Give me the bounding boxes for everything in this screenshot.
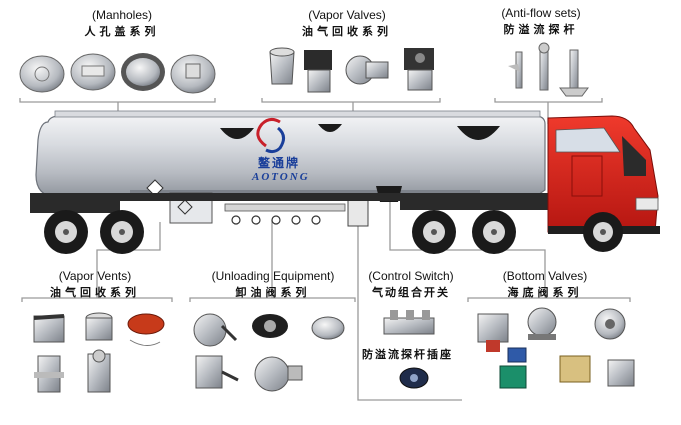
- manhole-cover-image: [170, 54, 216, 94]
- wheels: [44, 210, 623, 254]
- manhole-cover-image: [121, 53, 165, 91]
- vapor-valves-label-en: (Vapor Valves): [308, 8, 386, 22]
- vapor-valves-images: [269, 47, 434, 93]
- bottom-valves-images: [477, 307, 635, 389]
- manholes-label: (Manholes) 人孔盖系列: [72, 8, 172, 39]
- anti-flow-label-cn: 防溢流探杆: [503, 23, 579, 37]
- bottom-valve-image: [477, 313, 509, 352]
- anti-flow-probe-image: [538, 42, 550, 91]
- vapor-vents-label: (Vapor Vents) 油气回收系列: [40, 269, 150, 300]
- control-switch-image: [383, 310, 435, 335]
- manholes-label-cn: 人孔盖系列: [84, 25, 160, 39]
- wheel: [472, 210, 516, 254]
- anti-flow-images: [508, 42, 589, 97]
- anti-flow-label-en: (Anti-flow sets): [501, 6, 581, 20]
- vapor-vents-label-en: (Vapor Vents): [58, 269, 132, 283]
- wheel: [44, 210, 88, 254]
- bottom-valve-image: [594, 308, 626, 340]
- overflow-socket-image: [399, 367, 429, 389]
- manholes-label-en: (Manholes): [91, 8, 153, 22]
- unloading-valve-image: [193, 313, 238, 347]
- manholes-images: [19, 53, 216, 94]
- vapor-valve-image: [304, 50, 332, 93]
- vapor-vent-image: [127, 313, 165, 346]
- logo-text-cn: 鳌通牌: [258, 156, 301, 170]
- unloading-label-en: (Unloading Equipment): [211, 269, 335, 283]
- control-switch-label-cn: 气动组合开关: [372, 286, 450, 300]
- overflow-socket-label: 防溢流探杆插座: [362, 348, 453, 361]
- control-switch-label-en: (Control Switch): [368, 269, 454, 283]
- anti-flow-probe-image: [559, 49, 589, 97]
- vapor-valves-label-cn: 油气回收系列: [302, 25, 392, 39]
- wheel: [100, 210, 144, 254]
- unloading-label: (Unloading Equipment) 卸油阀系列: [198, 269, 348, 300]
- logo-text-en: AOTONG: [252, 171, 310, 183]
- bottom-valves-label: (Bottom Valves) 海底阀系列: [490, 269, 600, 300]
- unloading-valve-image: [311, 316, 345, 340]
- vapor-valves-label: (Vapor Valves) 油气回收系列: [282, 8, 412, 39]
- bottom-valve-image: [607, 359, 635, 387]
- vapor-vent-image: [87, 349, 111, 393]
- wheel: [412, 210, 456, 254]
- aotong-logo: [256, 117, 285, 154]
- bottom-valve-image: [499, 365, 527, 389]
- wheel: [583, 212, 623, 252]
- vapor-vent-image: [85, 312, 113, 341]
- bottom-valve-image: [527, 307, 557, 340]
- unloading-label-cn: 卸油阀系列: [235, 286, 311, 300]
- bottom-valves-label-cn: 海底阀系列: [507, 286, 583, 300]
- unloading-valve-image: [252, 314, 288, 338]
- connector-lines: [19, 98, 631, 401]
- control-switch-images: [383, 310, 435, 389]
- unloading-valve-image: [254, 356, 303, 392]
- unloading-valve-image: [195, 355, 239, 389]
- chassis: [30, 193, 560, 225]
- anti-flow-probe-image: [508, 51, 523, 89]
- manhole-cover-image: [19, 55, 65, 93]
- vapor-vents-label-cn: 油气回收系列: [50, 286, 140, 300]
- bottom-valve-image: [507, 347, 527, 363]
- control-switch-label: (Control Switch) 气动组合开关: [356, 269, 466, 300]
- unloading-images: [193, 313, 345, 392]
- vapor-valve-image: [345, 55, 389, 85]
- vapor-vents-images: [33, 312, 165, 393]
- vapor-vent-image: [33, 314, 65, 343]
- vapor-vent-image: [34, 355, 64, 393]
- vapor-valve-image: [404, 48, 434, 91]
- anti-flow-label: (Anti-flow sets) 防溢流探杆: [486, 6, 596, 37]
- bottom-valve-image: [559, 355, 591, 383]
- manhole-cover-image: [70, 53, 116, 91]
- vapor-valve-image: [269, 47, 295, 85]
- bottom-valves-label-en: (Bottom Valves): [502, 269, 588, 283]
